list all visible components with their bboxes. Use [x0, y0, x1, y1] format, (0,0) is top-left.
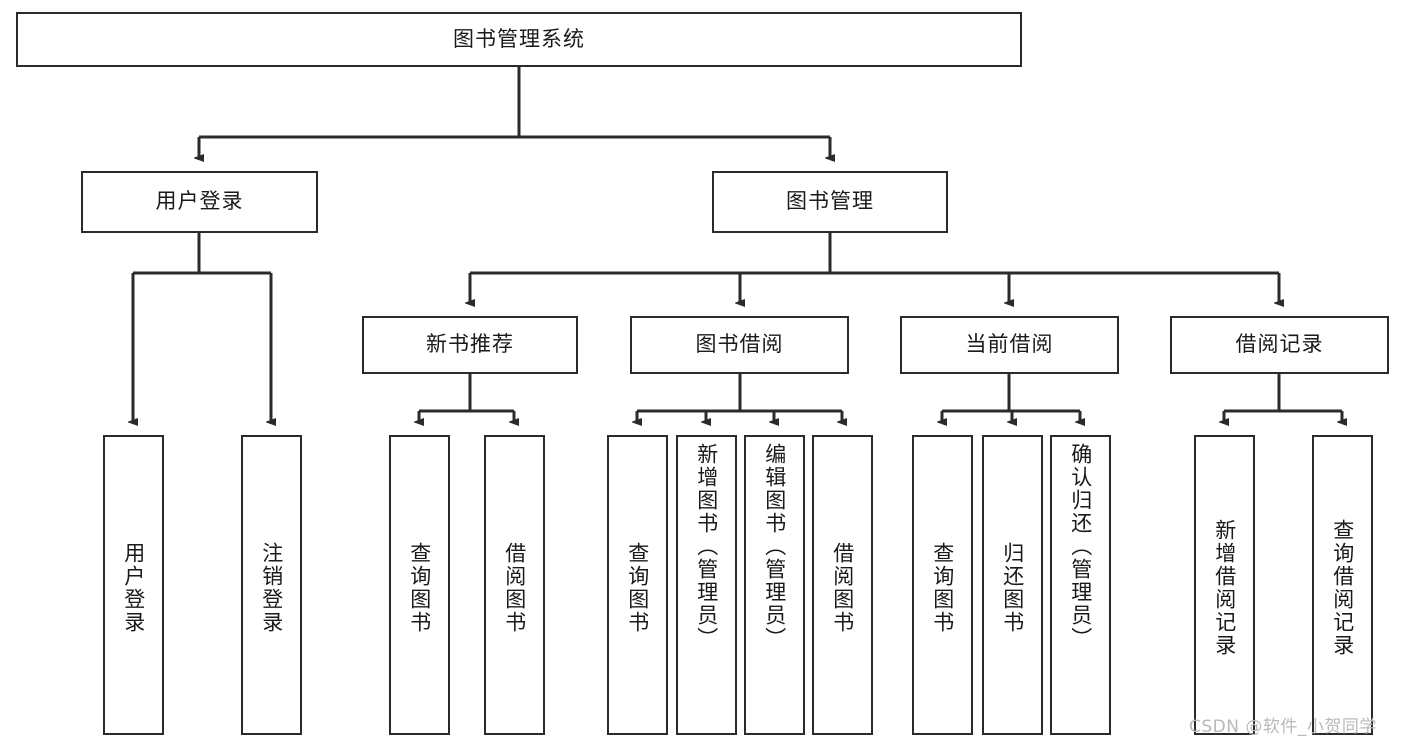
node-leaf-query-book-1[interactable]: 查询图书 — [389, 435, 450, 735]
node-user-login[interactable]: 用户登录 — [81, 171, 318, 233]
node-leaf-confirm-return-admin-label: 确认归还（管理员） — [1068, 443, 1093, 650]
node-current-borrow[interactable]: 当前借阅 — [900, 316, 1119, 374]
node-leaf-logout-login-label: 注销登录 — [259, 542, 284, 634]
node-leaf-borrow-book-2[interactable]: 借阅图书 — [812, 435, 873, 735]
node-leaf-borrow-book-1[interactable]: 借阅图书 — [484, 435, 545, 735]
node-leaf-logout-login[interactable]: 注销登录 — [241, 435, 302, 735]
node-leaf-borrow-book-1-label: 借阅图书 — [502, 542, 527, 634]
node-leaf-user-login[interactable]: 用户登录 — [103, 435, 164, 735]
node-leaf-add-borrow-record-label: 新增借阅记录 — [1212, 519, 1237, 657]
node-leaf-query-book-2[interactable]: 查询图书 — [607, 435, 668, 735]
node-borrow-records-label: 借阅记录 — [1235, 332, 1324, 357]
node-user-login-label: 用户登录 — [155, 189, 244, 214]
node-book-borrow[interactable]: 图书借阅 — [630, 316, 849, 374]
node-leaf-add-book-admin-label: 新增图书（管理员） — [694, 443, 719, 650]
node-leaf-user-login-label: 用户登录 — [121, 542, 146, 634]
node-leaf-edit-book-admin[interactable]: 编辑图书（管理员） — [744, 435, 805, 735]
node-leaf-confirm-return-admin[interactable]: 确认归还（管理员） — [1050, 435, 1111, 735]
watermark-text: CSDN @软件_小贺同学 — [1189, 717, 1377, 737]
node-leaf-query-borrow-record-label: 查询借阅记录 — [1330, 519, 1355, 657]
node-borrow-records[interactable]: 借阅记录 — [1170, 316, 1389, 374]
node-root-label: 图书管理系统 — [453, 26, 585, 51]
node-new-book-recommend[interactable]: 新书推荐 — [362, 316, 578, 374]
node-root[interactable]: 图书管理系统 — [16, 12, 1022, 67]
node-book-management[interactable]: 图书管理 — [712, 171, 948, 233]
node-leaf-query-borrow-record[interactable]: 查询借阅记录 — [1312, 435, 1373, 735]
node-book-borrow-label: 图书借阅 — [695, 332, 784, 357]
node-leaf-edit-book-admin-label: 编辑图书（管理员） — [762, 443, 787, 650]
node-new-book-recommend-label: 新书推荐 — [426, 332, 514, 357]
node-leaf-add-borrow-record[interactable]: 新增借阅记录 — [1194, 435, 1255, 735]
node-leaf-return-book[interactable]: 归还图书 — [982, 435, 1043, 735]
node-leaf-return-book-label: 归还图书 — [1000, 542, 1025, 634]
node-leaf-query-book-2-label: 查询图书 — [625, 542, 650, 634]
node-leaf-query-book-1-label: 查询图书 — [407, 542, 432, 634]
node-leaf-add-book-admin[interactable]: 新增图书（管理员） — [676, 435, 737, 735]
node-book-management-label: 图书管理 — [786, 189, 874, 214]
node-current-borrow-label: 当前借阅 — [965, 332, 1054, 357]
node-leaf-borrow-book-2-label: 借阅图书 — [830, 542, 855, 634]
node-leaf-query-book-3[interactable]: 查询图书 — [912, 435, 973, 735]
node-leaf-query-book-3-label: 查询图书 — [930, 542, 955, 634]
